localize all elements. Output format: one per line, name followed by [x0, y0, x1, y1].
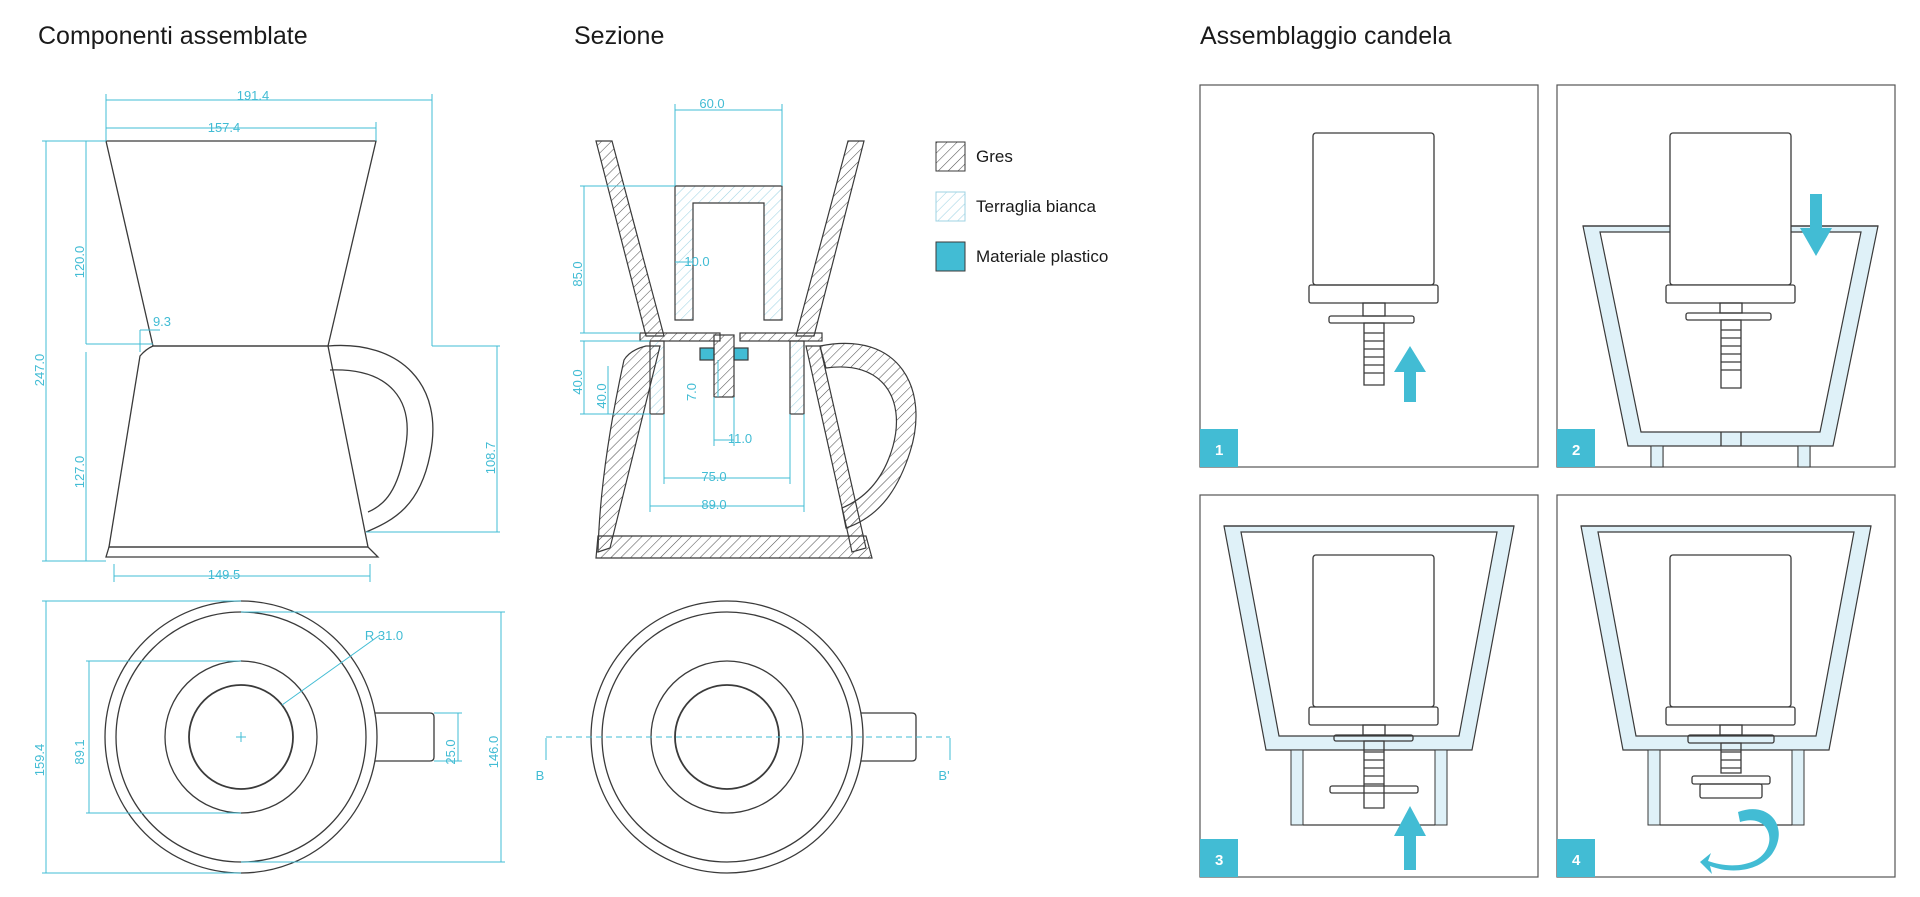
step-number-1: 1: [1215, 442, 1223, 459]
plastic-nut-right: [733, 347, 749, 361]
assembled-elevation-view: [105, 140, 434, 558]
heading-section: Sezione: [574, 22, 665, 50]
dim-89-1: 89.1: [72, 739, 87, 764]
up-arrow-icon: [1394, 806, 1426, 870]
svg-text:Materiale plastico: Materiale plastico: [976, 247, 1108, 266]
dim-11-0: 11.0: [728, 431, 752, 446]
dim-89-0: 89.0: [701, 497, 726, 512]
svg-text:Gres: Gres: [976, 147, 1013, 166]
cone-left-wall: [595, 140, 665, 337]
dim-60-0: 60.0: [699, 96, 724, 111]
dim-146-0: 146.0: [486, 736, 501, 769]
assembled-plan-dim-text: R 31.0 159.4 89.1 25.0 146.0: [32, 628, 501, 776]
collar-right: [739, 332, 823, 342]
dim-247-0: 247.0: [32, 354, 47, 387]
legend-item-gres: Gres: [935, 141, 1013, 172]
assembled-elevation-dimensions: [42, 94, 500, 582]
step-number-2: 2: [1572, 442, 1580, 459]
dim-40-0-inner: 40.0: [594, 383, 609, 408]
upper-cone-outline: [105, 140, 377, 347]
dim-127-0: 127.0: [72, 456, 87, 489]
pot-base-outline: [105, 546, 380, 558]
handle-outline: [327, 344, 434, 533]
section-cut-line: [545, 736, 951, 760]
materials-legend: Gres Terraglia bianca Materiale plastico: [935, 141, 1108, 272]
cut-label-b: B: [536, 768, 545, 783]
cone-right-wall: [795, 140, 865, 337]
heading-assembled: Componenti assemblate: [38, 22, 308, 50]
dim-10-0: 10.0: [684, 254, 709, 269]
assembled-plan-dimensions: [42, 600, 505, 874]
dim-75-0: 75.0: [701, 469, 726, 484]
plastic-nut-left: [699, 347, 715, 361]
body-left-wall: [597, 345, 661, 553]
dim-120-0: 120.0: [72, 246, 87, 279]
section-dimensions: [580, 104, 805, 512]
dim-40-0-outer: 40.0: [570, 369, 585, 394]
down-arrow-icon: [1800, 194, 1832, 256]
heading-candle-assembly: Assemblaggio candela: [1200, 22, 1452, 50]
opening-circle: [188, 684, 294, 790]
up-arrow-icon: [1394, 346, 1426, 402]
step-number-4: 4: [1572, 852, 1581, 869]
assembly-step-1: 1: [1199, 84, 1539, 468]
handle-inner-outline: [329, 369, 408, 513]
section-dim-text: 60.0 85.0 10.0 40.0 40.0 7.0 11.0 75.0 8…: [570, 96, 752, 512]
handle-section: [819, 342, 917, 529]
dim-159-4: 159.4: [32, 744, 47, 777]
legend-item-plastica: Materiale plastico: [935, 241, 1108, 272]
rotate-arrow-icon: [1700, 809, 1779, 874]
screw-shaft: [713, 334, 735, 398]
body-bottom: [595, 535, 873, 559]
dim-7-0: 7.0: [684, 383, 699, 401]
assembly-step-2: 2: [1556, 84, 1896, 468]
pot-body-outline: [108, 345, 369, 548]
assembly-step-3: 3: [1199, 494, 1539, 878]
svg-text:Terraglia bianca: Terraglia bianca: [976, 197, 1097, 216]
dim-108-7: 108.7: [483, 442, 498, 475]
assembled-elevation-dim-text: 191.4 157.4 120.0 247.0 9.3 127.0 108.7 …: [32, 88, 498, 582]
dim-r-31-0: R 31.0: [365, 628, 403, 643]
assembly-step-4: 4: [1556, 494, 1896, 878]
cut-label-b-prime: B': [938, 768, 949, 783]
base-cavity-right: [789, 340, 805, 415]
dim-191-4: 191.4: [237, 88, 270, 103]
dim-25-0: 25.0: [443, 739, 458, 764]
handle-plan-outline: [375, 712, 435, 762]
dim-85-0: 85.0: [570, 261, 585, 286]
dim-9-3: 9.3: [153, 314, 171, 329]
legend-item-terraglia: Terraglia bianca: [935, 191, 1097, 222]
section-view: [595, 140, 917, 559]
dim-157-4: 157.4: [208, 120, 241, 135]
dim-149-5: 149.5: [208, 567, 241, 582]
step-number-3: 3: [1215, 852, 1223, 869]
candle-cup-section: [674, 185, 783, 321]
collar-left: [639, 332, 721, 342]
